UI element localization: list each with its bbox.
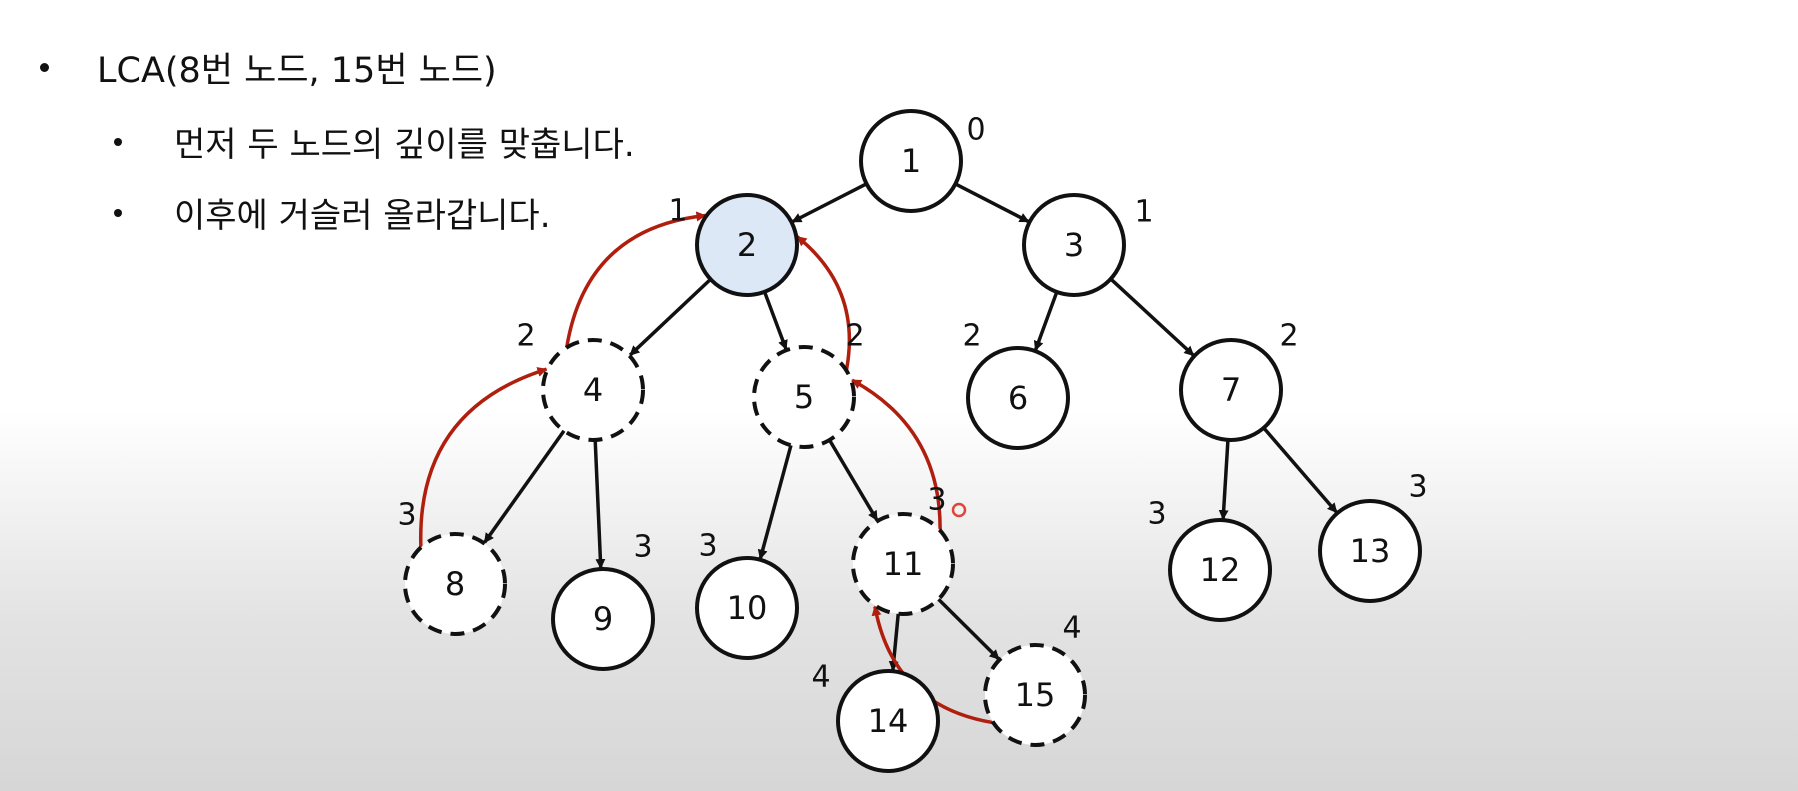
node-circle-4 (541, 338, 645, 442)
depth-label-2: 1 (668, 194, 687, 229)
node-circle-8 (403, 532, 507, 636)
node-circle-15 (983, 643, 1087, 747)
edge-7-13 (1262, 426, 1338, 514)
depth-label-5: 2 (845, 319, 864, 354)
tree-node-15: 15 (983, 643, 1087, 747)
pointer-dot (951, 502, 967, 518)
depth-label-4: 2 (516, 319, 535, 354)
node-circle-14 (836, 669, 940, 773)
bullet-main: LCA(8번 노드, 15번 노드) (40, 42, 497, 93)
depth-label-15: 4 (1062, 611, 1081, 646)
node-circle-6 (966, 346, 1070, 450)
node-label-4: 4 (583, 371, 603, 409)
node-label-11: 11 (883, 545, 924, 583)
tree-node-4: 4 (541, 338, 645, 442)
tree-node-9: 9 (551, 567, 655, 671)
depth-label-7: 2 (1279, 319, 1298, 354)
tree-node-1: 1 (859, 109, 963, 213)
tree-node-13: 13 (1318, 499, 1422, 603)
tree-node-3: 3 (1022, 193, 1126, 297)
node-circle-1 (859, 109, 963, 213)
edge-5-11 (827, 439, 879, 522)
node-label-8: 8 (445, 565, 465, 603)
edge-1-3 (954, 182, 1030, 224)
climb-arrow-11-5 (851, 378, 942, 531)
depth-label-9: 3 (633, 530, 652, 565)
tree-node-6: 6 (966, 346, 1070, 450)
node-circle-11 (851, 512, 955, 616)
tree-node-10: 10 (695, 556, 799, 660)
bullet-dot (114, 137, 122, 146)
depth-label-11: 3 (927, 483, 946, 518)
node-label-9: 9 (593, 600, 613, 638)
tree-node-5: 5 (752, 345, 856, 449)
climb-arrow-8-4 (419, 367, 548, 548)
edge-3-6 (1033, 291, 1059, 352)
edge-4-9 (593, 439, 606, 570)
node-circle-12 (1168, 518, 1272, 622)
node-label-12: 12 (1200, 551, 1241, 589)
node-label-15: 15 (1015, 676, 1056, 714)
tree-node-11: 11 (851, 512, 955, 616)
bullet-sub-1: 먼저 두 노드의 깊이를 맞춥니다. (114, 117, 635, 166)
edge-5-10 (757, 444, 793, 560)
edge-2-5 (762, 291, 788, 351)
depth-label-12: 3 (1147, 497, 1166, 532)
node-label-13: 13 (1350, 532, 1391, 570)
depth-label-6: 2 (962, 319, 981, 354)
node-circle-5 (752, 345, 856, 449)
edge-1-2 (791, 182, 868, 224)
depth-label-10: 3 (698, 529, 717, 564)
bullet-main-text: LCA(8번 노드, 15번 노드) (97, 51, 497, 91)
depth-label-13: 3 (1408, 470, 1427, 505)
node-circle-10 (695, 556, 799, 660)
bullet-sub-2-text: 이후에 거슬러 올라갑니다. (174, 196, 551, 236)
edge-7-12 (1218, 439, 1230, 521)
node-label-14: 14 (868, 702, 909, 740)
depth-label-8: 3 (397, 498, 416, 533)
edge-11-15 (937, 597, 1001, 661)
climb-arrow-5-2 (796, 235, 852, 371)
node-label-10: 10 (727, 589, 768, 627)
node-circle-9 (551, 567, 655, 671)
node-circle-7 (1179, 338, 1283, 442)
climb-arrow-4-2 (564, 211, 707, 348)
node-label-2: 2 (737, 226, 757, 264)
bullet-dot (114, 208, 122, 217)
edge-4-8 (483, 429, 566, 544)
depth-label-14: 4 (811, 660, 830, 695)
tree-node-12: 12 (1168, 518, 1272, 622)
tree-node-14: 14 (836, 669, 940, 773)
edge-3-7 (1109, 277, 1195, 357)
node-label-5: 5 (794, 378, 814, 416)
node-circle-13 (1318, 499, 1422, 603)
node-circle-2 (695, 193, 799, 297)
bullet-dot (40, 63, 49, 72)
node-label-7: 7 (1221, 371, 1241, 409)
node-label-3: 3 (1064, 226, 1084, 264)
node-label-6: 6 (1008, 379, 1028, 417)
climb-arrows (419, 211, 994, 725)
depth-label-3: 1 (1134, 195, 1153, 230)
tree-node-2: 2 (695, 193, 799, 297)
node-circle-3 (1022, 193, 1126, 297)
depth-label-1: 0 (966, 113, 985, 148)
node-label-1: 1 (901, 142, 921, 180)
bullet-sub-2: 이후에 거슬러 올라갑니다. (114, 188, 551, 237)
tree-node-7: 7 (1179, 338, 1283, 442)
bullet-sub-1-text: 먼저 두 노드의 깊이를 맞춥니다. (174, 125, 635, 165)
edge-2-4 (628, 278, 712, 357)
tree-node-8: 8 (403, 532, 507, 636)
